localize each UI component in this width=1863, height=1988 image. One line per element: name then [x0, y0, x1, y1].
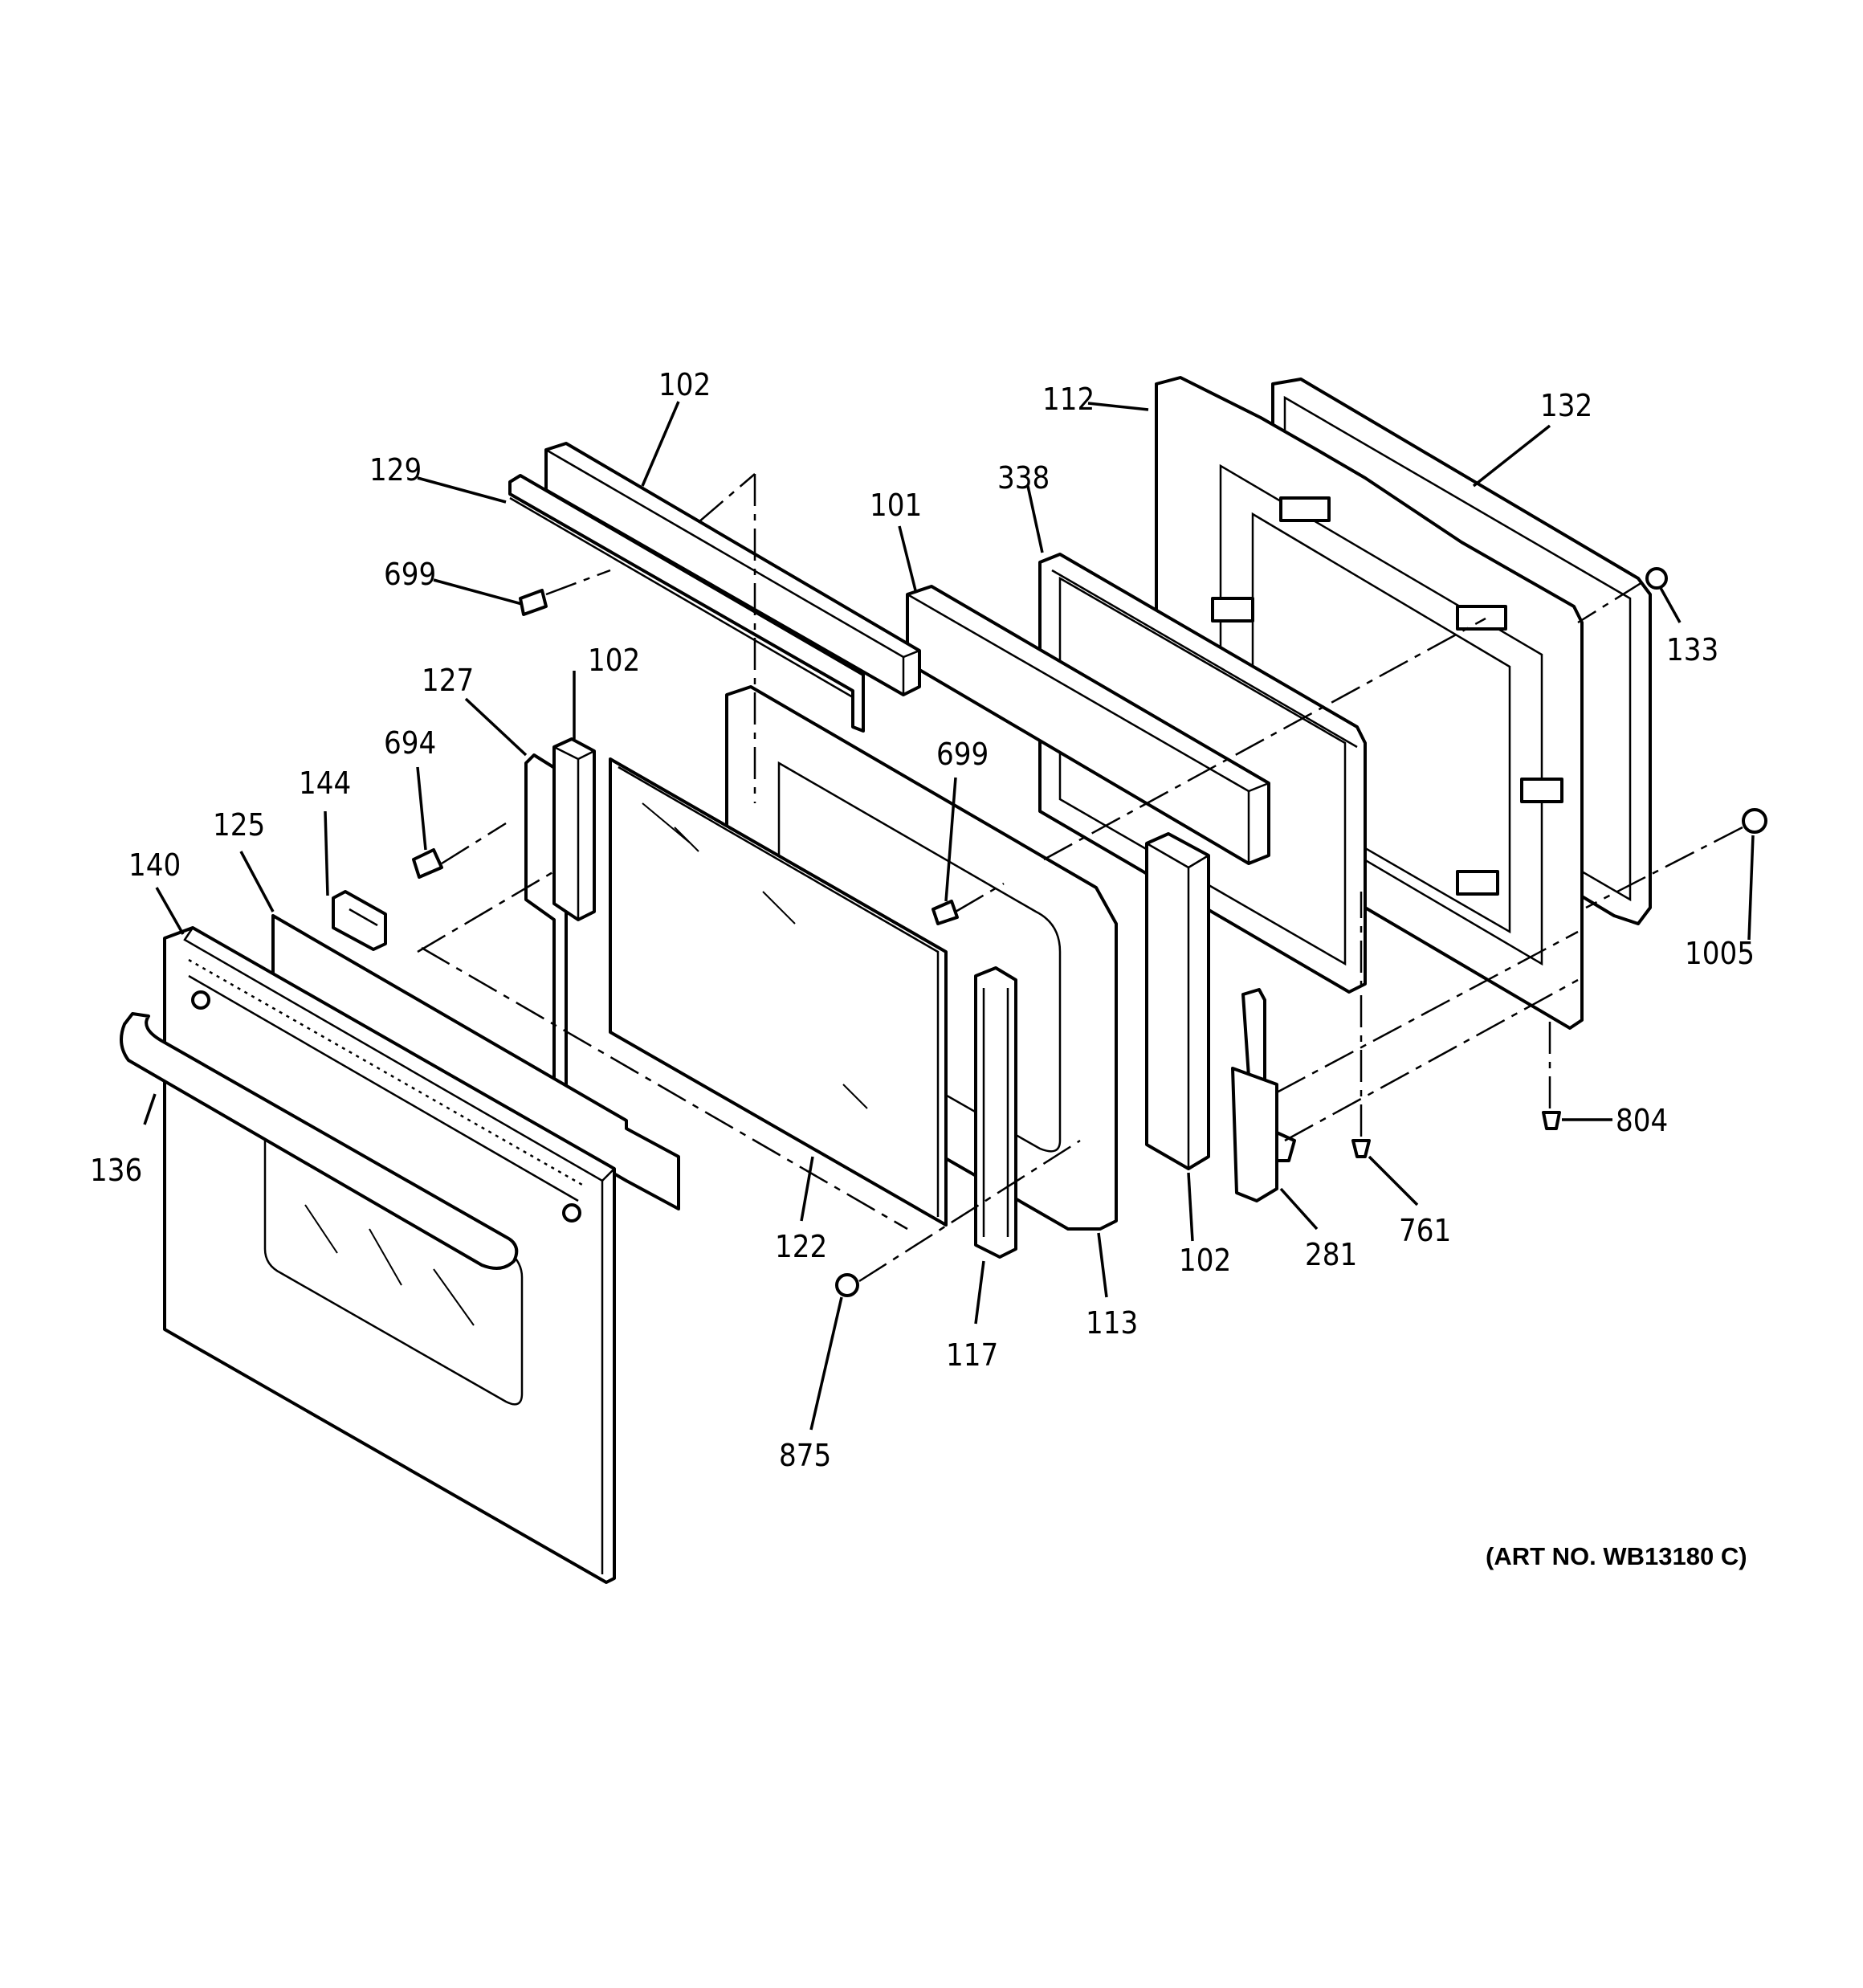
label-102-right: 102 — [1179, 1243, 1231, 1278]
part-112-inner-panel — [1155, 376, 1584, 1030]
screw-1005 — [1742, 808, 1767, 834]
label-117: 117 — [946, 1337, 998, 1373]
part-144-plate — [332, 890, 387, 951]
part-122-glass — [609, 757, 948, 1227]
label-125: 125 — [213, 807, 265, 843]
label-102-left: 102 — [588, 643, 640, 678]
label-144: 144 — [299, 765, 351, 801]
screw-694 — [412, 848, 443, 879]
label-140: 140 — [128, 847, 181, 883]
label-699-mid: 699 — [936, 737, 989, 772]
label-132: 132 — [1540, 388, 1592, 423]
screw-699-mid — [932, 900, 959, 925]
screw-761 — [1351, 1139, 1371, 1158]
part-117-hinge-channel — [974, 966, 1017, 1259]
art-number: (ART NO. WB13180 C) — [1486, 1542, 1747, 1570]
label-761: 761 — [1399, 1213, 1451, 1248]
screw-804 — [1542, 1111, 1561, 1130]
part-129-top-trim — [508, 474, 865, 733]
label-133: 133 — [1666, 632, 1718, 667]
screw-133 — [1645, 567, 1668, 590]
label-102-top: 102 — [658, 367, 711, 402]
screw-699-top — [519, 589, 548, 616]
label-875: 875 — [779, 1438, 831, 1473]
label-338: 338 — [997, 460, 1050, 496]
label-127: 127 — [422, 663, 474, 698]
label-136: 136 — [90, 1153, 142, 1188]
label-112: 112 — [1042, 382, 1095, 417]
part-102-right-insulation — [1145, 832, 1210, 1170]
label-699-top: 699 — [384, 557, 436, 592]
label-122: 122 — [775, 1229, 827, 1264]
label-113: 113 — [1086, 1305, 1138, 1341]
part-136-handle — [120, 1012, 519, 1270]
callout-labels: 102 129 699 112 132 338 101 133 127 102 … — [90, 367, 1755, 1473]
part-281-hinge — [1231, 988, 1296, 1202]
label-101: 101 — [870, 488, 922, 523]
label-804: 804 — [1616, 1103, 1668, 1138]
leader-lines — [143, 401, 1755, 1431]
label-129: 129 — [369, 452, 422, 488]
screw-875 — [835, 1273, 859, 1297]
label-694: 694 — [384, 725, 436, 761]
assembly-lines — [417, 473, 1743, 1283]
label-281: 281 — [1305, 1237, 1357, 1272]
part-102-left-insulation — [552, 737, 596, 921]
label-1005: 1005 — [1685, 936, 1755, 971]
